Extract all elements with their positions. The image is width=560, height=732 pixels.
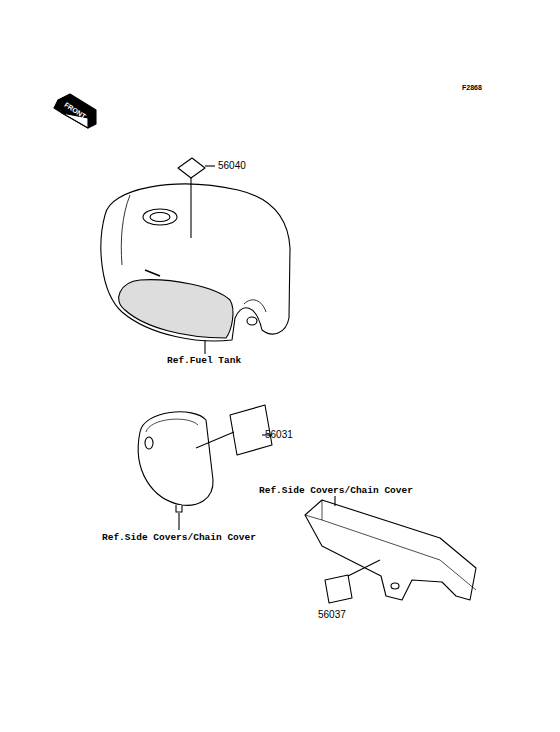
label-sticker [178, 158, 205, 178]
side-cover [138, 412, 213, 512]
leader-line [178, 513, 179, 530]
leader-line [190, 178, 191, 238]
leader-line [204, 340, 205, 354]
fuel-tank [101, 184, 290, 341]
label-sticker [325, 575, 352, 603]
reference-label: Ref.Side Covers/Chain Cover [102, 533, 256, 543]
leader-line [196, 432, 234, 448]
figure-code: F2868 [462, 84, 482, 91]
leader-line [205, 165, 215, 166]
part-number: 56031 [265, 430, 293, 440]
reference-label: Ref.Side Covers/Chain Cover [259, 486, 413, 496]
reference-label: Ref.Fuel Tank [167, 356, 241, 366]
leader-line [334, 496, 335, 506]
leader-line [348, 560, 380, 576]
front-arrow-icon [54, 94, 96, 128]
part-number: 56037 [318, 610, 346, 620]
part-number: 56040 [218, 161, 246, 171]
